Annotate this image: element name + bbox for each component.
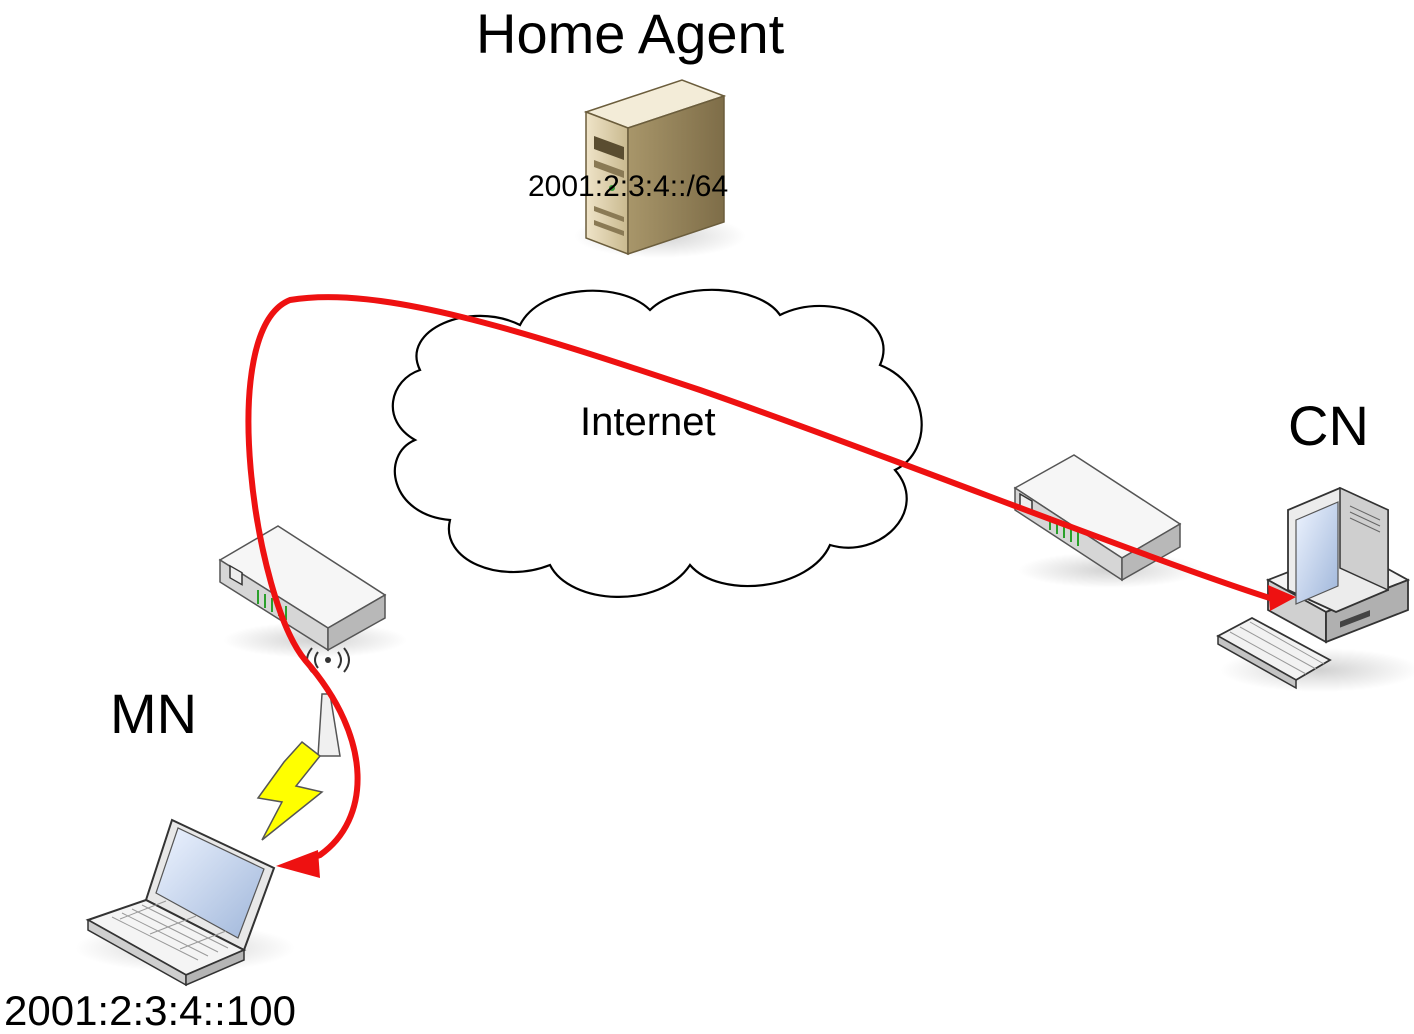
wireless-link-icon bbox=[256, 740, 324, 841]
home-agent-prefix: 2001:2:3:4::/64 bbox=[528, 170, 729, 203]
cn-label: CN bbox=[1288, 394, 1369, 457]
cloud-icon bbox=[391, 288, 923, 598]
router-icon bbox=[1013, 454, 1202, 588]
arrowhead-cn bbox=[1268, 585, 1296, 611]
internet-label: Internet bbox=[580, 400, 716, 444]
arrowhead-mn bbox=[276, 850, 320, 878]
mn-label: MN bbox=[110, 682, 198, 745]
access-point-icon bbox=[306, 647, 350, 757]
mn-address: 2001:2:3:4::100 bbox=[4, 987, 296, 1034]
traffic-path bbox=[245, 294, 1296, 878]
router-icon bbox=[218, 525, 407, 658]
server-icon bbox=[574, 79, 746, 258]
laptop-icon bbox=[75, 818, 295, 987]
desktop-computer-icon bbox=[1216, 486, 1414, 692]
home-agent-title: Home Agent bbox=[476, 2, 785, 65]
